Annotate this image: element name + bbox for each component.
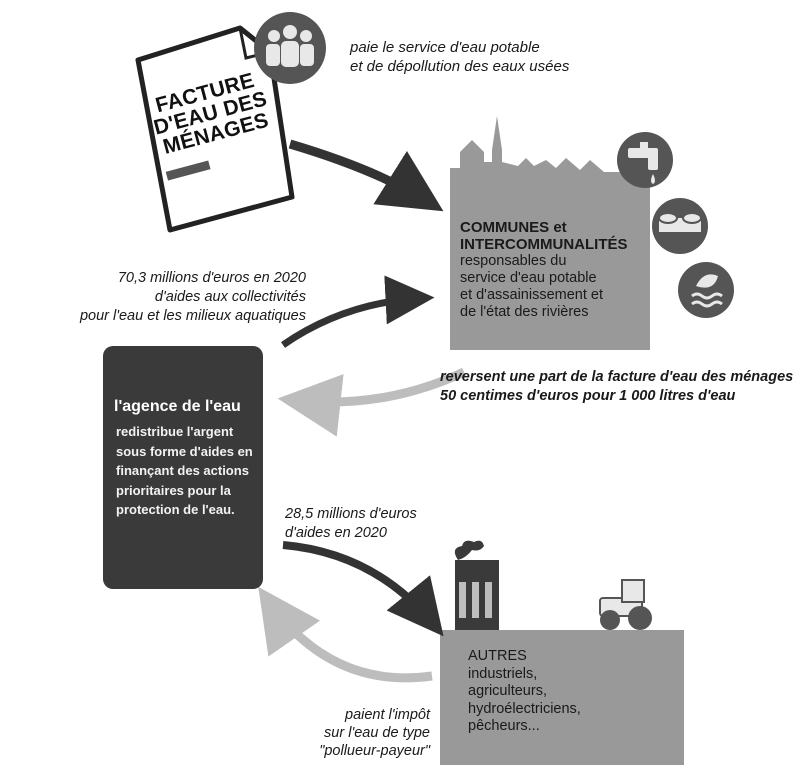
caption-line: 28,5 millions d'euros [285,506,417,522]
agency-desc-line: prioritaires pour la [116,482,231,498]
caption-line: sur l'eau de type [324,725,430,741]
caption-line: "pollueur-payeur" [319,743,430,759]
agency-desc-line: finançant des actions [116,463,249,478]
invoice-document [135,25,295,233]
caption-aid-communities: 70,3 millions d'euros en 2020 d'aides au… [10,269,306,326]
invoice-bar [165,160,211,181]
tractor-icon [599,579,652,630]
others-label: AUTRES industriels, agriculteurs, hydroé… [468,648,638,736]
communes-desc: service d'eau potable [460,270,597,286]
commune-box [450,116,650,350]
caption-line: pour l'eau et les milieux aquatiques [79,308,306,324]
communes-desc: de l'état des rivières [460,304,589,320]
caption-line: d'aides aux collectivités [154,289,306,305]
caption-line: paient l'impôt [345,707,430,723]
agency-desc-line: sous forme d'aides en [116,443,253,459]
caption-line: 50 centimes d'euros pour 1 000 litres d'… [440,388,736,404]
communes-label: COMMUNES et INTERCOMMUNALITÉS responsabl… [460,219,630,321]
others-line: industriels, [468,665,538,682]
agency-desc-line: protection de l'eau. [116,502,235,517]
caption-line: reversent une part de la facture d'eau d… [440,369,794,385]
others-line: hydroélectriciens, [468,700,581,717]
communes-heading: INTERCOMMUNALITÉS [460,236,628,253]
caption-line: paie le service d'eau potable [350,39,540,56]
factory-icon [454,540,499,630]
arrow-agency-to-others [282,541,444,637]
others-line: AUTRES [468,648,527,664]
caption-pays-service: paie le service d'eau potable et de dépo… [350,38,670,76]
agency-box [103,346,263,589]
caption-line: et de dépollution des eaux usées [350,58,570,75]
agency-description: redistribue l'argent sous forme d'aides … [116,422,261,520]
arrow-others-to-agency [258,586,433,683]
communes-desc: responsables du [460,253,567,269]
caption-reversal: reversent une part de la facture d'eau d… [440,368,812,406]
communes-desc: et d'assainissement et [460,287,604,303]
caption-polluter-pays: paient l'impôt sur l'eau de type "pollue… [250,706,430,760]
communes-heading: COMMUNES et [460,219,567,236]
arrow-communes-to-agency [277,367,466,437]
river-leaf-icon [678,262,734,318]
people-icon [254,12,326,84]
agency-desc-line: redistribue l'argent [116,424,234,439]
faucet-icon [617,132,673,188]
arrow-household-to-communes [288,139,444,212]
pipes-icon [652,198,708,254]
caption-line: d'aides en 2020 [285,525,387,541]
caption-line: 70,3 millions d'euros en 2020 [117,270,306,286]
agency-title: l'agence de l'eau [114,398,241,415]
arrow-agency-to-communes [281,275,435,348]
others-line: pêcheurs... [468,718,540,734]
others-line: agriculteurs, [468,683,547,699]
caption-aid-others: 28,5 millions d'euros d'aides en 2020 [285,505,465,543]
others-box [440,540,684,765]
